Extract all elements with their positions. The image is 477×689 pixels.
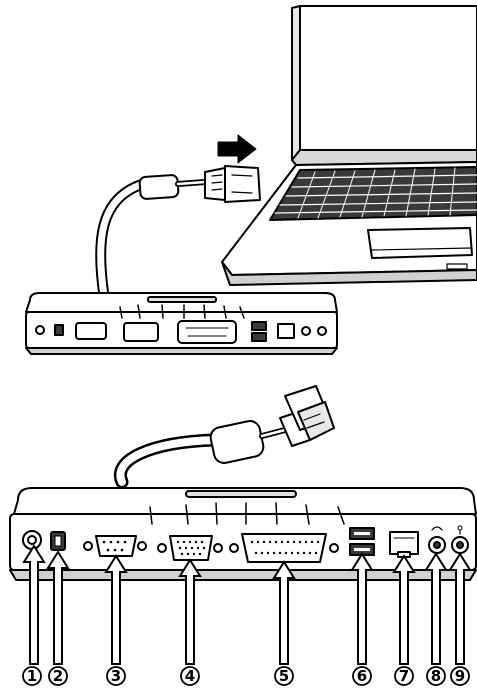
callout-3: 3 (107, 667, 125, 685)
callout-9: 9 (451, 667, 469, 685)
callout-7: 7 (395, 667, 413, 685)
docking-connector (280, 386, 334, 446)
callout-number: 1 (27, 667, 37, 685)
security-slot (51, 532, 65, 550)
laptop-icon (222, 6, 477, 285)
ethernet-port (390, 532, 418, 557)
ferrite-core (139, 175, 178, 200)
callout-6: 6 (353, 667, 371, 685)
callout-arrow-7 (394, 556, 414, 664)
callout-arrow-3 (106, 556, 126, 664)
callout-5: 5 (275, 667, 293, 685)
callout-number: 2 (53, 667, 63, 685)
callout-number: 3 (111, 667, 121, 685)
bottom-illustration (10, 386, 476, 580)
callout-arrow-4 (180, 560, 200, 664)
callout-arrow-9 (450, 554, 470, 664)
callout-1: 1 (23, 667, 41, 685)
callout-number: 5 (279, 667, 289, 685)
bottom-cable (120, 440, 215, 482)
docking-station-icon (26, 293, 337, 354)
top-illustration (26, 6, 477, 354)
callout-8: 8 (427, 667, 445, 685)
callout-arrow-5 (274, 562, 294, 664)
callout-number: 9 (455, 667, 465, 685)
callout-2: 2 (49, 667, 67, 685)
ferrite-core (209, 419, 265, 465)
docking-connector (205, 166, 260, 202)
callout-number: 8 (431, 667, 441, 685)
parallel-port (230, 534, 338, 562)
power-port (23, 531, 41, 549)
callout-number: 4 (185, 667, 195, 685)
callout-labels: 1 2 3 4 5 6 7 8 (23, 667, 469, 685)
top-cable (101, 185, 140, 296)
callout-number: 7 (399, 667, 409, 685)
callout-4: 4 (181, 667, 199, 685)
callout-arrow-2 (48, 552, 68, 664)
callout-number: 6 (357, 667, 367, 685)
callout-arrow-8 (426, 554, 446, 664)
arrow-right-icon (218, 135, 256, 163)
callout-arrow-6 (352, 554, 372, 664)
